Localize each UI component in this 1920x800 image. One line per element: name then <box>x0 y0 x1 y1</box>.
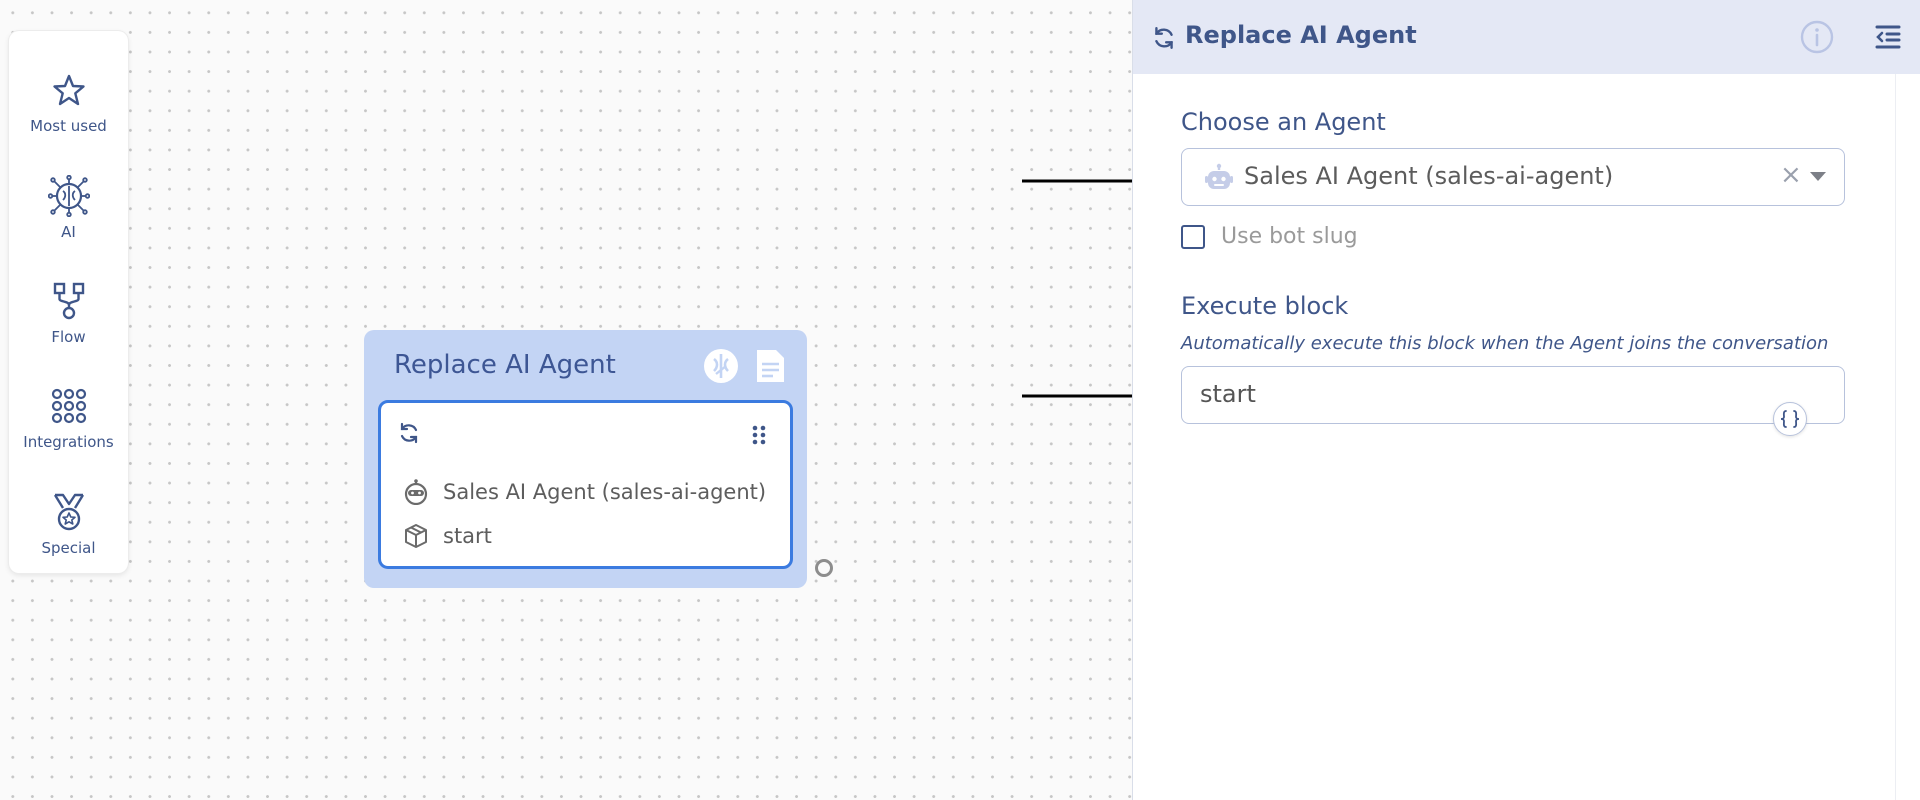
info-icon[interactable] <box>1800 20 1834 54</box>
chevron-down-icon[interactable] <box>1810 172 1826 181</box>
block-palette: Most used <box>9 31 128 573</box>
node-agent-label: Sales AI Agent (sales-ai-agent) <box>443 480 767 504</box>
node-title: Replace AI Agent <box>394 350 616 380</box>
block-settings-panel: Replace AI Agent Choose an Agent <box>1132 0 1920 800</box>
document-icon[interactable] <box>753 348 789 384</box>
ai-brain-icon <box>47 175 90 217</box>
refresh-icon <box>397 421 421 445</box>
integrations-grid-icon <box>48 385 90 427</box>
variable-braces-icon[interactable] <box>1773 402 1807 436</box>
cube-icon <box>403 523 429 549</box>
special-medal-icon <box>48 491 90 533</box>
use-bot-slug-label[interactable]: Use bot slug <box>1221 224 1358 249</box>
execute-block-label: Execute block <box>1181 292 1349 320</box>
robot-icon <box>1204 163 1234 193</box>
node-block-label: start <box>443 524 492 548</box>
palette-item-label: Flow <box>51 328 86 346</box>
node-agent-row: Sales AI Agent (sales-ai-agent) <box>403 479 767 506</box>
agent-select[interactable]: Sales AI Agent (sales-ai-agent) × <box>1181 148 1845 206</box>
palette-item-integrations[interactable]: Integrations <box>9 367 128 457</box>
palette-item-special[interactable]: Special <box>9 473 128 563</box>
palette-item-label: Most used <box>30 117 107 135</box>
node-step-card[interactable]: Sales AI Agent (sales-ai-agent) start <box>378 400 793 569</box>
palette-item-ai[interactable]: AI <box>9 157 128 247</box>
refresh-icon <box>1151 25 1177 51</box>
clear-icon[interactable]: × <box>1780 160 1802 190</box>
flow-icon <box>48 280 90 322</box>
drag-handle-icon[interactable] <box>751 424 767 446</box>
panel-scrollbar[interactable] <box>1895 74 1919 800</box>
node-block-row: start <box>403 523 492 549</box>
flow-canvas[interactable]: Most used <box>0 0 1168 800</box>
palette-item-most-used[interactable]: Most used <box>9 51 128 141</box>
palette-item-flow[interactable]: Flow <box>9 262 128 352</box>
ai-brain-badge-icon[interactable] <box>703 348 739 384</box>
execute-block-hint: Automatically execute this block when th… <box>1181 333 1829 354</box>
panel-header: Replace AI Agent <box>1133 0 1920 74</box>
choose-agent-label: Choose an Agent <box>1181 108 1386 136</box>
panel-title: Replace AI Agent <box>1185 21 1417 49</box>
agent-select-value: Sales AI Agent (sales-ai-agent) <box>1244 162 1614 190</box>
execute-block-input[interactable]: start <box>1181 366 1845 424</box>
node-output-handle[interactable] <box>815 559 833 577</box>
flow-node-replace-ai-agent[interactable]: Replace AI Agent <box>364 330 807 588</box>
star-icon <box>48 69 90 111</box>
use-bot-slug-checkbox[interactable] <box>1181 225 1205 249</box>
robot-icon <box>403 479 429 506</box>
palette-item-label: AI <box>61 223 76 241</box>
collapse-panel-icon[interactable] <box>1873 22 1903 52</box>
palette-item-label: Special <box>41 539 96 557</box>
palette-item-label: Integrations <box>23 433 114 451</box>
